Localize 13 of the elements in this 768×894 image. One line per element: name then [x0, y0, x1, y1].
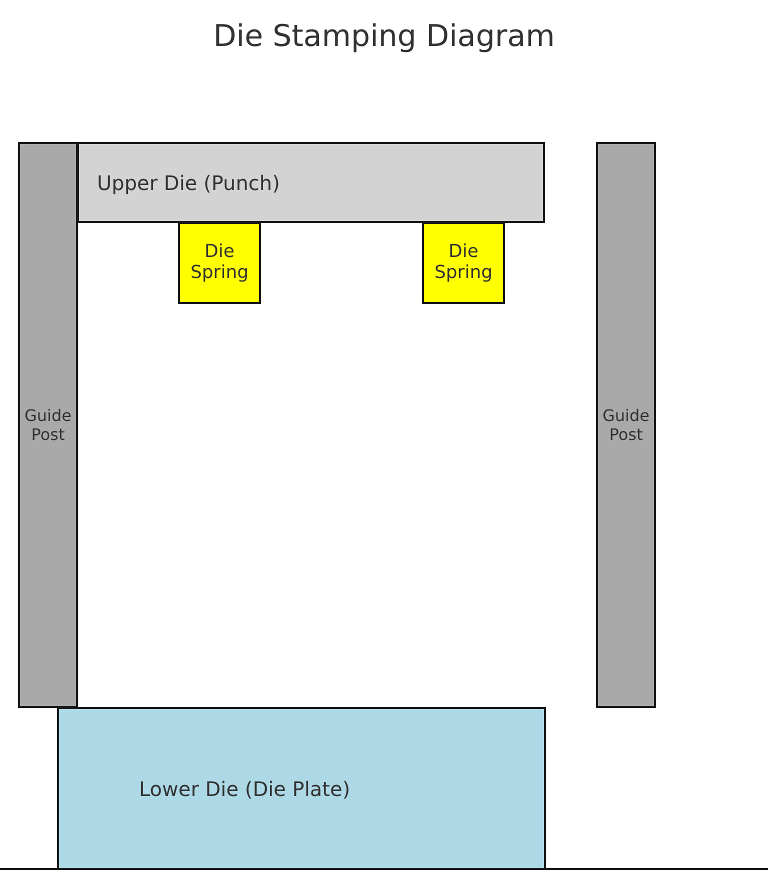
part-label: Guide Post: [24, 406, 72, 444]
diagram-title: Die Stamping Diagram: [213, 18, 555, 56]
guide-post-bar: [18, 142, 78, 708]
spring-block: [178, 222, 261, 304]
part-label: Guide Post: [602, 406, 650, 444]
upper-die-block: [77, 142, 545, 223]
guide-post-bar: [596, 142, 656, 708]
part-label: Die Spring: [433, 242, 494, 284]
part-label: Upper Die (Punch): [97, 170, 281, 196]
spring-block: [422, 222, 505, 304]
part-label: Die Spring: [189, 242, 250, 284]
part-label: Lower Die (Die Plate): [139, 776, 352, 802]
lower-die-block: [57, 707, 546, 870]
